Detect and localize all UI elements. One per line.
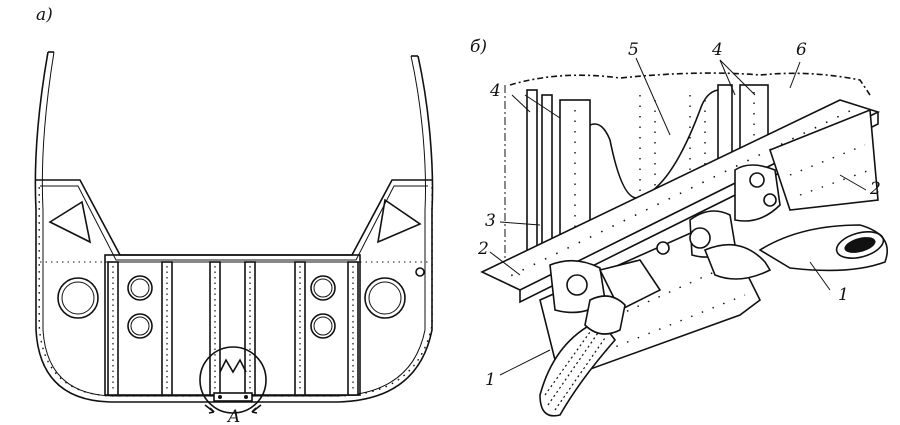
callout-2-right: 2	[869, 179, 881, 199]
callout-1-right: 1	[838, 285, 849, 305]
callout-3: 3	[485, 211, 496, 231]
callout-6: 6	[796, 40, 807, 60]
panel-a-frame-drawing: а) A	[34, 5, 434, 425]
panel-b-label: б)	[470, 37, 487, 57]
panel-a-label: а)	[36, 5, 53, 25]
detail-a-label: A	[226, 407, 240, 425]
callout-2-left: 2	[477, 239, 489, 259]
callout-4-right: 4	[711, 40, 723, 60]
callout-1-bottom: 1	[485, 370, 496, 390]
callout-4-left: 4	[489, 81, 501, 101]
panel-b-perspective-drawing: б) 1 1 2 2 3 4 4 5 6	[470, 37, 888, 417]
callout-5: 5	[628, 40, 639, 60]
